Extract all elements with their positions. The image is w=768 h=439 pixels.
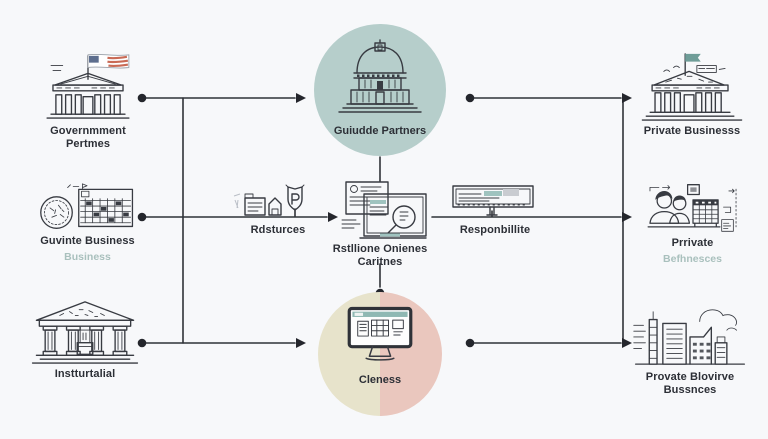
responsibility-label: Responbillite (459, 224, 531, 236)
dot (137, 338, 147, 348)
temple-icon (31, 301, 139, 364)
people-calendar-icon (647, 184, 736, 232)
government-building-icon (46, 53, 130, 119)
node-label: Private Businesss (643, 125, 741, 137)
bottom-circle: Cleness (318, 292, 442, 416)
node-label: Prrivate (671, 237, 714, 249)
coin-ledger-icon (39, 183, 133, 229)
arrowhead (622, 212, 632, 222)
desktop-monitor-icon (347, 306, 413, 361)
dot (465, 93, 475, 103)
center-node-label: Rstllione Onienes Caritnes (320, 243, 440, 269)
top-circle: Guiudde Partners (314, 24, 446, 156)
dot (137, 93, 147, 103)
node-label: Instturtalial (54, 368, 116, 380)
city-skyline-icon (633, 309, 745, 365)
billboard-icon (452, 185, 534, 216)
node-private-mid: Prrivate Befhnesces (630, 182, 755, 265)
node-sublabel: Business (64, 250, 111, 263)
node-private-business-top: Private Businesss (632, 50, 752, 138)
dot (465, 338, 475, 348)
node-guvinte-business: Guvinte Business Business (25, 182, 150, 263)
bottom-circle-label: Cleness (358, 374, 402, 386)
node-sublabel: Befhnesces (663, 252, 722, 265)
node-label: Guvinte Business (40, 235, 135, 247)
node-private-city: Provate Blovirve Bussnces (622, 304, 758, 396)
arrowhead (622, 93, 632, 103)
arrowhead (622, 338, 632, 348)
center-label-line1: Rstllione Onienes (332, 243, 428, 255)
capitol-dome-icon (338, 39, 422, 113)
node-label: Governmment Pertmes (50, 125, 126, 150)
flag-building-icon (641, 53, 743, 121)
resources-icons (233, 184, 305, 216)
node-government-partners: Governmment Pertmes (28, 50, 148, 150)
node-institution: Instturtalial (25, 297, 145, 381)
center-label-line2: Caritnes (357, 256, 403, 269)
arrowhead (296, 338, 306, 348)
node-label: Provate Blovirve Bussnces (645, 371, 735, 396)
dot (137, 212, 147, 222)
resources-label: Rdsturces (250, 224, 306, 236)
arrowhead (328, 212, 338, 222)
top-circle-label: Guiudde Partners (333, 125, 427, 137)
documents-search-icon (341, 181, 427, 239)
arrowhead (296, 93, 306, 103)
